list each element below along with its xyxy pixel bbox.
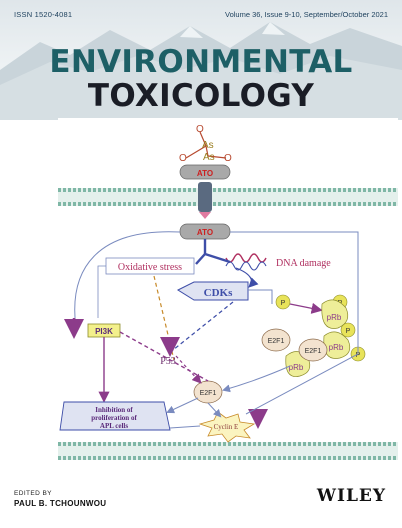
oxidative-stress-label: Oxidative stress — [118, 262, 182, 273]
channel-arrow — [199, 212, 211, 219]
pi3k-label: PI3K — [95, 327, 113, 336]
prb-label: pRb — [289, 363, 304, 372]
molecule-atom: O — [224, 153, 232, 164]
loop-arrow-left — [71, 231, 181, 330]
p-label: P — [356, 352, 361, 359]
editor-name: PAUL B. TCHOUNWOU — [14, 499, 107, 508]
arsenic-molecule: O As O As O — [179, 124, 232, 164]
phosphorylation-arrow — [289, 302, 323, 314]
inhibition-box — [59, 401, 171, 431]
mountain-illustration — [0, 22, 402, 120]
cover-footer — [0, 470, 402, 528]
membrane-channel — [198, 182, 212, 212]
prb-blob — [323, 331, 351, 359]
cyclin-e-label: Cyclin E — [214, 423, 239, 431]
volume-issue: Volume 36, Issue 9-10, September/October… — [224, 10, 388, 19]
p53-label: P53 — [160, 356, 176, 367]
e2f1-to-cyclin-arrow — [207, 402, 222, 418]
cyclin-e-burst — [198, 411, 256, 443]
oxidative-connector — [97, 265, 106, 318]
edited-by-label: EDITED BY — [14, 490, 52, 497]
inhibition-to-cyclin-line — [169, 425, 201, 429]
e2f1-ellipse — [261, 328, 291, 352]
publisher-logo: WILEY — [316, 486, 386, 506]
ato-left-arrow — [195, 253, 206, 265]
prb-label: pRb — [327, 313, 342, 322]
journal-title-line2: TOXICOLOGY — [87, 78, 315, 114]
dna-damage-label: DNA damage — [276, 258, 331, 269]
ato-top-label: ATO — [197, 169, 213, 178]
membrane-bottom — [58, 442, 398, 460]
p-label: P — [346, 328, 351, 335]
right-to-cyclin-line — [245, 342, 359, 415]
dna-helix-icon — [225, 253, 267, 263]
e2f1-label: E2F1 — [268, 338, 285, 345]
dna-helix-strand-icon — [225, 261, 267, 271]
prb-label: pRb — [329, 343, 344, 352]
cdks-to-p-line — [248, 289, 273, 304]
e2f1-label: E2F1 — [200, 390, 217, 397]
e2f1-to-inhibition-arrow — [166, 397, 199, 414]
dna-to-cdks-arrow — [235, 267, 259, 288]
inhibition-line2: proliferation of — [91, 414, 137, 422]
membrane-top — [58, 188, 398, 206]
p-label: P — [281, 300, 286, 307]
prb-blob — [321, 299, 349, 329]
e2f1-label: E2F1 — [305, 348, 322, 355]
p53-to-e2f1-arrow — [175, 355, 202, 384]
molecule-atom: O — [179, 153, 187, 164]
cdks-shape — [176, 281, 249, 301]
molecule-atom: As — [202, 140, 214, 151]
ato-top-capsule — [179, 164, 231, 180]
e2f1-release-arrow — [222, 365, 291, 393]
cdks-label: CDKs — [204, 287, 233, 299]
pathway-figure: O As O As O ATO ATO Oxidative stress — [58, 118, 398, 470]
journal-title-line1: ENVIRONMENTAL — [49, 44, 353, 80]
pathway-diagram: O As O As O ATO ATO Oxidative stress — [58, 124, 398, 460]
cdks-to-p53-dashed — [167, 301, 234, 355]
molecule-atom: As — [203, 152, 215, 163]
ato-right-arrow — [204, 252, 231, 264]
right-connector-line — [230, 231, 359, 342]
inhibition-line3: APL cells — [100, 422, 128, 430]
issn-number: ISSN 1520-4081 — [14, 10, 73, 19]
e2f1-ellipse — [298, 338, 328, 362]
molecule-atom: O — [196, 124, 204, 135]
ato-mid-label: ATO — [197, 228, 213, 237]
mountain-background — [0, 0, 402, 120]
inhibition-line1: Inhibition of — [95, 406, 133, 414]
